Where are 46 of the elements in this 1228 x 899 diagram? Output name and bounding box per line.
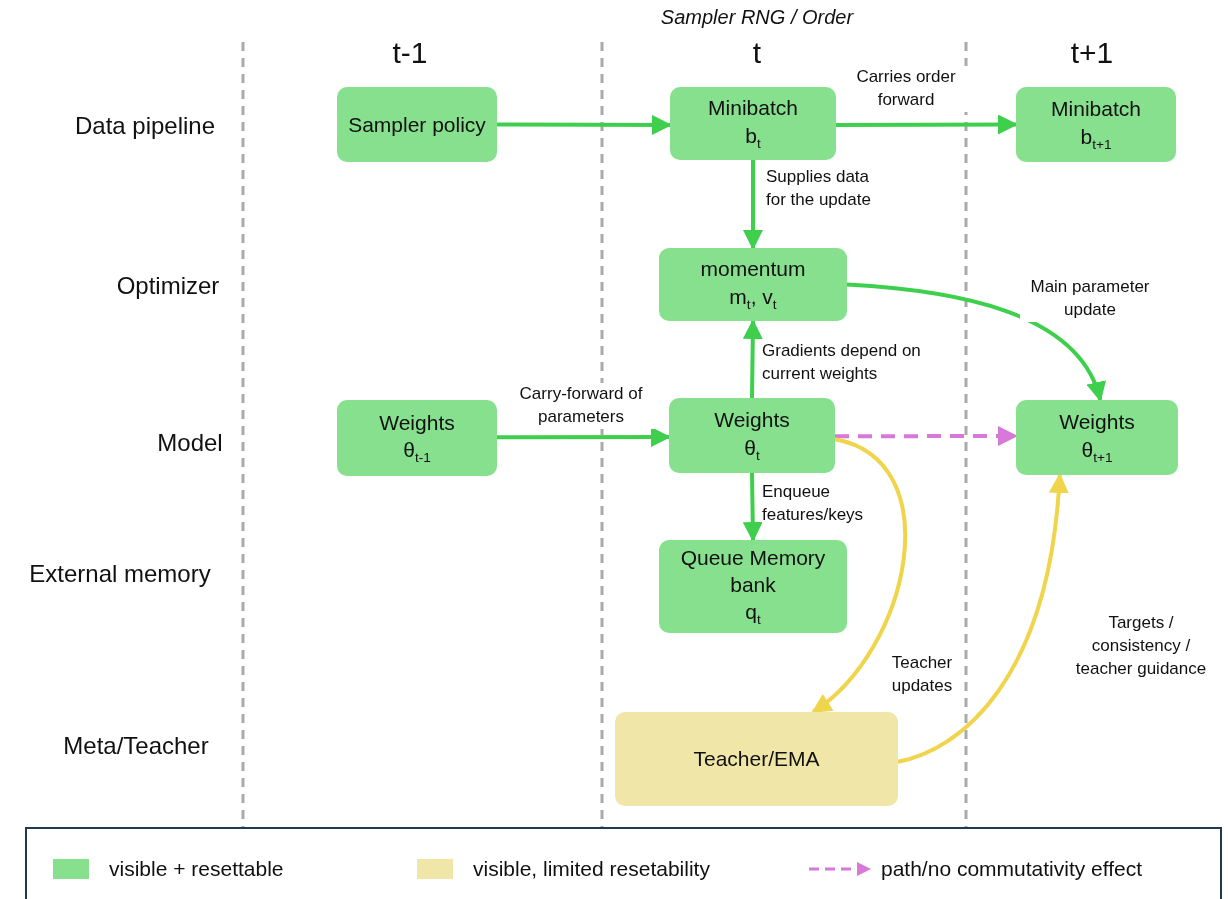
arrow [846, 282, 1104, 402]
state-box [670, 87, 836, 160]
node-title: Teacher/EMA [693, 746, 820, 773]
column-header: t-1 [392, 36, 428, 70]
node-symbol: b$_{t+1}$ [1080, 123, 1112, 154]
node-title: Minibatch [708, 95, 798, 122]
state-box [1016, 400, 1178, 475]
row-label: Model [157, 429, 223, 457]
state-box [1016, 87, 1176, 162]
heading: Sampler RNG / Order [660, 6, 854, 29]
node-title: momentum [700, 256, 806, 283]
row-label: External memory [29, 560, 211, 588]
dashed-arrow [835, 426, 1018, 446]
node-symbol: θ$_{t+1}$ [1081, 436, 1113, 467]
arrow [743, 160, 763, 250]
column-header: t [752, 36, 762, 70]
node-symbol: q$_{t}$ [745, 599, 761, 630]
arrow [497, 427, 671, 448]
arrow [897, 473, 1069, 764]
state-box [659, 540, 847, 633]
node-title: Weights [714, 407, 790, 434]
node-title: Sampler policy [348, 111, 486, 138]
legend-label: visible + resettable [109, 857, 284, 881]
node-symbol: b$_{t}$ [745, 122, 761, 153]
node-symbol: θ$_{t-1}$ [403, 437, 431, 468]
node-symbol: m$_{t}$, v$_{t}$ [729, 283, 777, 314]
state-box [669, 398, 835, 473]
legend-label: path/no commutativity effect [881, 857, 1143, 881]
row-label: Meta/Teacher [63, 732, 209, 760]
node-title: Minibatch [1051, 96, 1141, 123]
node-title: Weights [1059, 409, 1135, 436]
column-header: t+1 [1070, 36, 1114, 70]
row-label: Optimizer [116, 272, 220, 300]
state-box [659, 248, 847, 321]
node-title: Weights [379, 409, 455, 436]
arrow [836, 114, 1018, 135]
arrow [742, 319, 763, 399]
node-symbol: θ$_{t}$ [744, 434, 760, 465]
row-label: Data pipeline [74, 112, 216, 140]
arrow [811, 437, 908, 714]
teacher-box [615, 712, 898, 806]
arrow [497, 114, 672, 135]
legend-label: visible, limited resetability [473, 857, 710, 881]
state-box [337, 400, 497, 476]
state-box [337, 87, 497, 162]
arrow [742, 472, 763, 542]
